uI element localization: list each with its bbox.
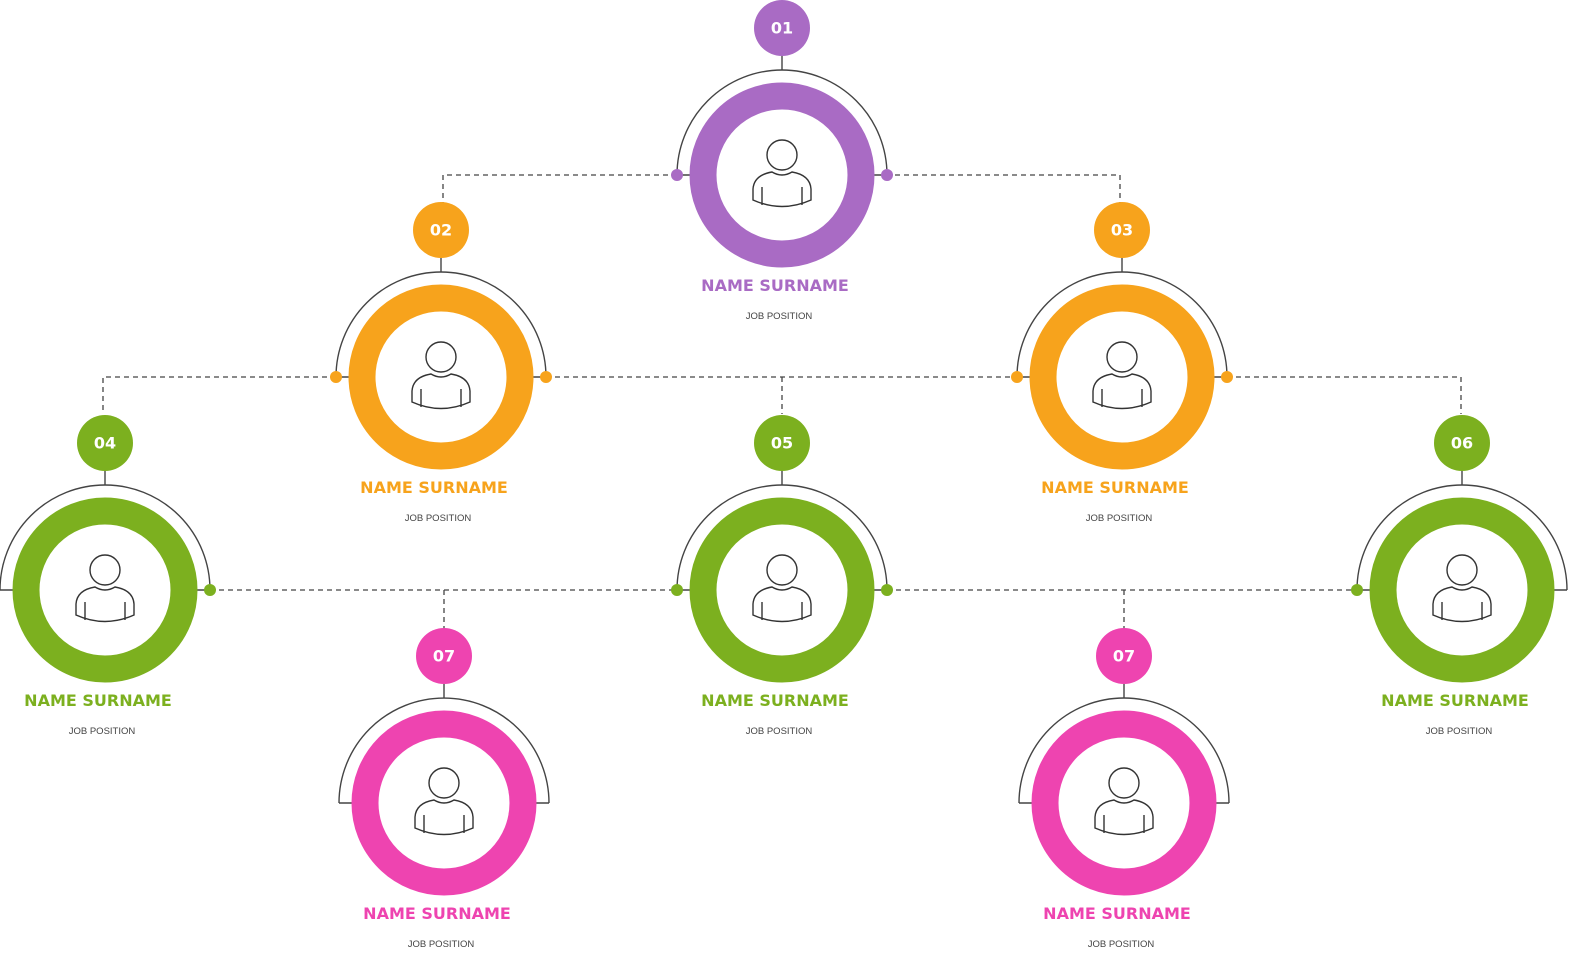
node-job-position: JOB POSITION — [405, 513, 472, 524]
node-arc — [338, 697, 550, 804]
number-badge — [754, 0, 810, 56]
connector-dot — [881, 169, 893, 181]
number-badge — [416, 628, 472, 684]
number-badge — [413, 202, 469, 258]
badge-number: 01 — [771, 19, 793, 38]
connector-dot — [540, 371, 552, 383]
node-name: NAME SURNAME — [1041, 478, 1189, 497]
person-icon — [411, 341, 471, 410]
badge-number: 07 — [433, 647, 455, 666]
badge-number: 03 — [1111, 221, 1133, 240]
node-name: NAME SURNAME — [1043, 904, 1191, 923]
node-ring — [12, 497, 198, 683]
node-name: NAME SURNAME — [360, 478, 508, 497]
node-name: NAME SURNAME — [363, 904, 511, 923]
node-ring — [348, 284, 534, 470]
badge-number: 06 — [1451, 434, 1473, 453]
number-badge — [1434, 415, 1490, 471]
node-name: NAME SURNAME — [701, 691, 849, 710]
node-name: NAME SURNAME — [24, 691, 172, 710]
node-ring — [689, 497, 875, 683]
person-icon — [414, 767, 474, 836]
connector-line — [442, 174, 677, 203]
node-job-position: JOB POSITION — [1088, 939, 1155, 950]
connector-dot — [1221, 371, 1233, 383]
badge-number: 04 — [94, 434, 116, 453]
node-name: NAME SURNAME — [701, 276, 849, 295]
node-ring — [689, 82, 875, 268]
number-badge — [1096, 628, 1152, 684]
node-ring — [1031, 710, 1217, 896]
connectors — [102, 174, 1462, 629]
node-job-position: JOB POSITION — [408, 939, 475, 950]
node-ring — [1029, 284, 1215, 470]
person-icon — [1092, 341, 1152, 410]
person-icon — [75, 554, 135, 623]
person-icon — [1432, 554, 1492, 623]
badge-number: 05 — [771, 434, 793, 453]
person-icon — [1094, 767, 1154, 836]
badge-number: 07 — [1113, 647, 1135, 666]
badge-number: 02 — [430, 221, 452, 240]
connector-dot — [204, 584, 216, 596]
node-job-position: JOB POSITION — [746, 311, 813, 322]
connector-line — [1227, 376, 1462, 414]
connector-dot — [330, 371, 342, 383]
number-badge — [754, 415, 810, 471]
connector-dot — [671, 169, 683, 181]
node-job-position: JOB POSITION — [1426, 726, 1493, 737]
person-icon — [752, 139, 812, 208]
number-badge — [77, 415, 133, 471]
node-job-position: JOB POSITION — [1086, 513, 1153, 524]
connector-dot — [1011, 371, 1023, 383]
node-ring — [351, 710, 537, 896]
connector-dot — [881, 584, 893, 596]
connector-line — [886, 174, 1121, 203]
number-badge — [1094, 202, 1150, 258]
node-ring — [1369, 497, 1555, 683]
connector-line — [102, 376, 336, 414]
node-arc — [1018, 697, 1230, 804]
connector-dot — [1351, 584, 1363, 596]
node-name: NAME SURNAME — [1381, 691, 1529, 710]
person-icon — [752, 554, 812, 623]
connector-dot — [671, 584, 683, 596]
node-job-position: JOB POSITION — [746, 726, 813, 737]
node-job-position: JOB POSITION — [69, 726, 136, 737]
